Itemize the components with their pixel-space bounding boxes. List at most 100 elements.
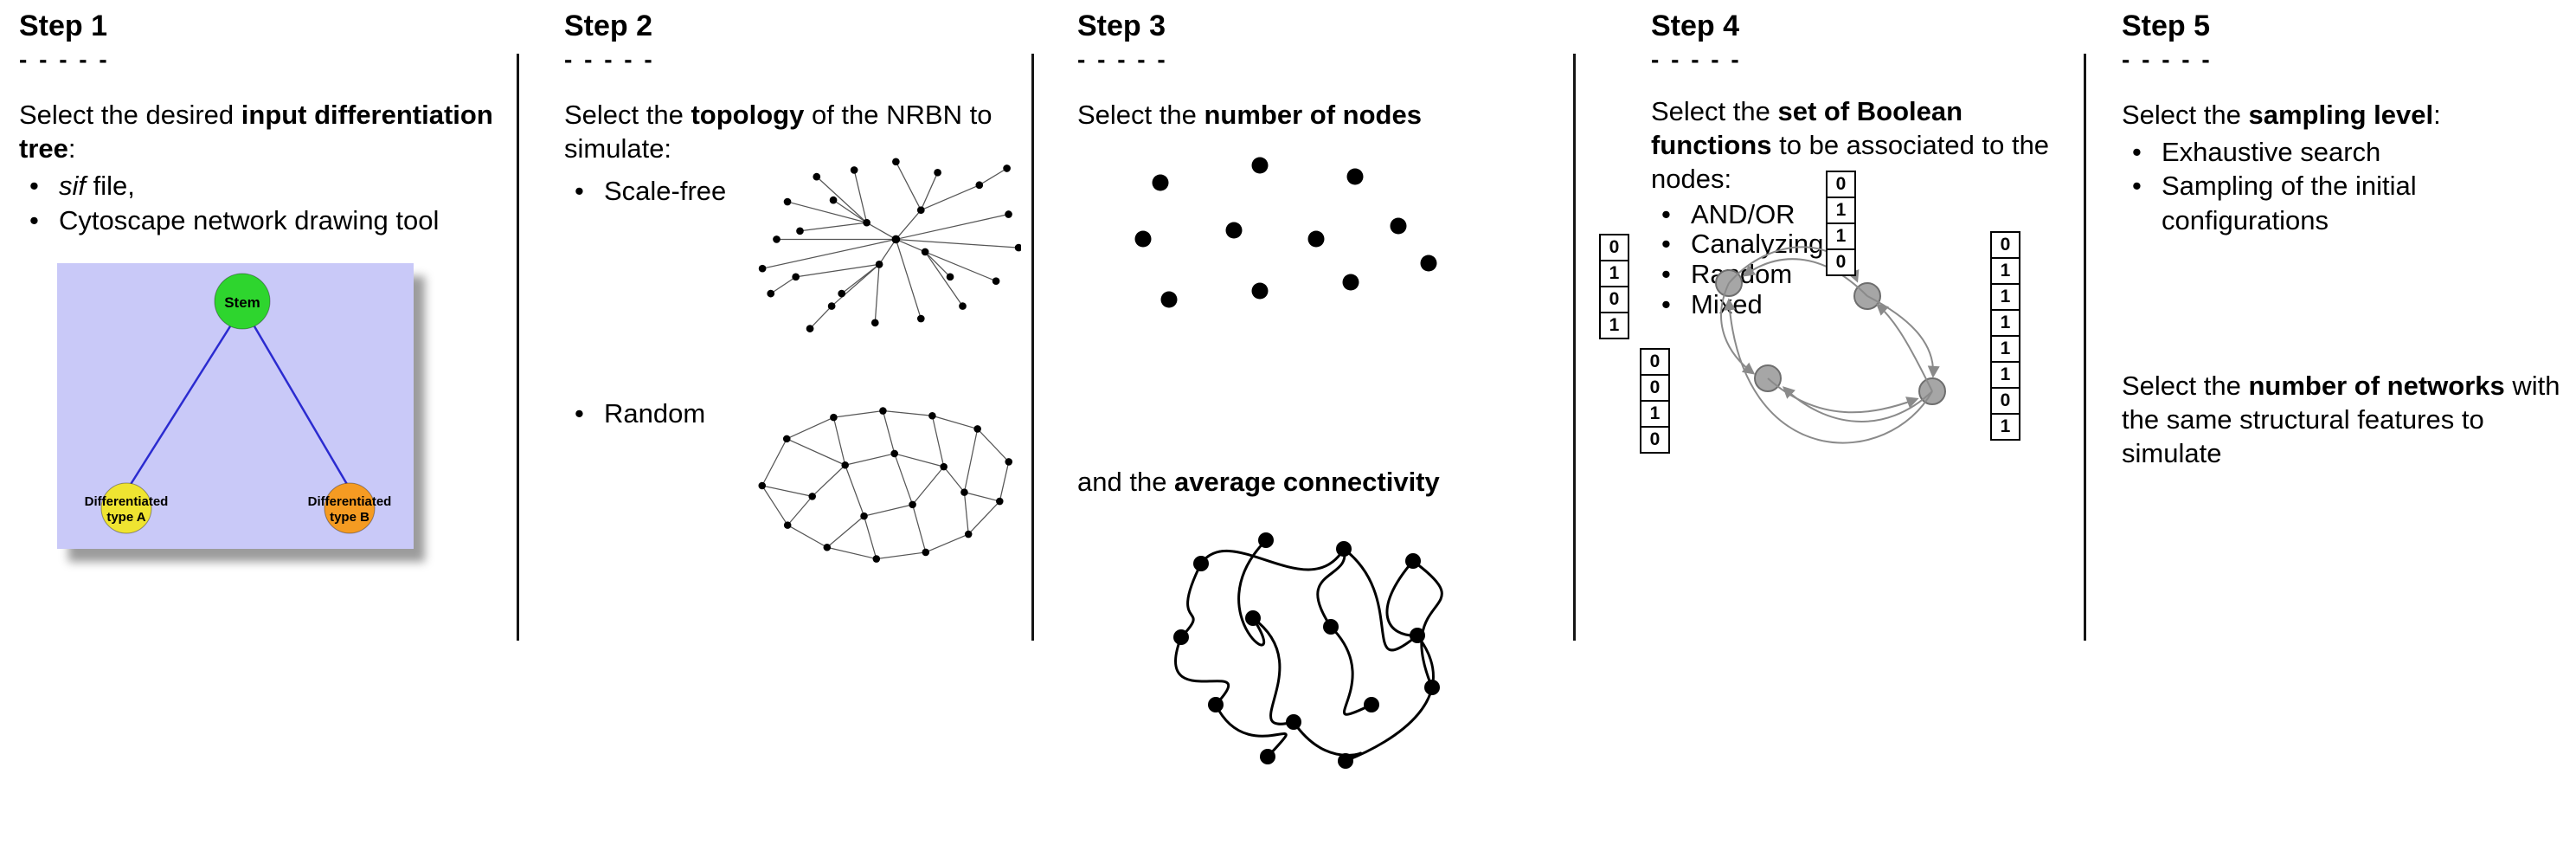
text-segment-bold: sampling level	[2248, 100, 2434, 131]
step-2-dashed-separator: - - - - -	[564, 46, 655, 74]
bullet-marker: •	[1661, 288, 1671, 319]
bullet-marker: •	[1661, 258, 1671, 289]
text-segment: Cytoscape network drawing tool	[59, 204, 440, 235]
truth-table-cell: 0	[1640, 426, 1670, 454]
truth-table-cell: 1	[1826, 197, 1856, 224]
bullet-marker: •	[29, 171, 39, 202]
nodes-scatter-image	[1134, 157, 1437, 308]
column-divider	[517, 54, 519, 641]
truth-table-bottom-left: 0 0 1 0	[1640, 348, 1670, 454]
truth-table-cell: 1	[1990, 283, 2020, 311]
scale-free-network-image	[758, 158, 1021, 333]
step-2-column: Step 2 - - - - - Select the topology of …	[564, 10, 1021, 585]
text-segment: of the NRBN to simulate:	[564, 100, 992, 164]
text-segment: :	[67, 133, 76, 164]
text-segment: Select the	[2122, 100, 2249, 131]
column-divider	[1031, 54, 1034, 641]
truth-table-cell: 0	[1640, 348, 1670, 376]
text-segment: :	[2433, 100, 2441, 131]
differentiation-tree-image: Stem Differentiated type A Differentiate…	[57, 262, 414, 549]
type-b-node	[324, 482, 376, 534]
step-4-instruction: Select the set of Boolean functions to b…	[1651, 94, 2075, 196]
text-segment-italic: sif	[59, 171, 86, 202]
list-item-label: Cytoscape network drawing tool	[59, 203, 504, 237]
truth-table-cell: 1	[1826, 222, 1856, 250]
bullet-marker: •	[575, 176, 584, 207]
tree-edge	[253, 325, 350, 487]
step-1-title: Step 1	[19, 10, 108, 42]
truth-table-cell: 1	[1990, 413, 2020, 441]
step-1-dashed-separator: - - - - -	[19, 46, 110, 74]
step-5-column: Step 5 - - - - - Select the sampling lev…	[2122, 10, 2565, 470]
list-item-label: sif file,	[59, 169, 504, 203]
scatter-dots	[1134, 157, 1437, 308]
list-item: • AND/OR	[1651, 198, 2075, 230]
truth-table-cell: 1	[1640, 400, 1670, 428]
bullet-marker: •	[2132, 137, 2142, 168]
column-divider	[2084, 54, 2086, 641]
step-3-title: Step 3	[1077, 10, 1166, 42]
network-edges	[761, 410, 1010, 560]
truth-table-cell: 0	[1990, 387, 2020, 415]
type-b-label-line2: type B	[330, 510, 369, 525]
text-segment-bold: number of nodes	[1204, 100, 1422, 131]
stem-node-label: Stem	[224, 294, 260, 311]
step-5-instruction: Select the sampling level:	[2122, 98, 2565, 132]
tree-edge	[128, 325, 232, 487]
truth-table-cell: 0	[1640, 374, 1670, 402]
step-2-title: Step 2	[564, 10, 653, 42]
step-2-instruction: Select the topology of the NRBN to simul…	[564, 98, 1021, 165]
text-segment: Select the	[2122, 370, 2249, 401]
type-a-node	[100, 482, 152, 534]
truth-table-right: 0 1 1 1 1 1 0 1	[1990, 231, 2020, 441]
step-1-instruction: Select the desired input differentiation…	[19, 98, 504, 165]
bullet-marker: •	[1661, 198, 1671, 229]
list-item-label: Scale-free	[604, 176, 727, 207]
text-segment: Select the	[564, 100, 691, 131]
text-segment: to be associated to the nodes:	[1651, 130, 2050, 195]
connectivity-tangle-image	[1173, 532, 1443, 770]
step-1-column: Step 1 - - - - - Select the desired inpu…	[19, 10, 504, 549]
list-item: • sif file,	[19, 169, 504, 203]
bullet-marker: •	[575, 398, 584, 429]
text-segment: Select the desired	[19, 100, 241, 131]
text-segment-bold: input differentiation tree	[19, 100, 493, 164]
step-5-second-instruction: Select the number of networks with the s…	[2122, 369, 2565, 470]
text-segment-bold: topology	[691, 100, 805, 131]
text-segment: file,	[86, 171, 135, 202]
list-item: • Random	[564, 396, 742, 430]
truth-table-cell: 1	[1599, 312, 1629, 339]
truth-table-cell: 0	[1599, 286, 1629, 313]
truth-table-cell: 0	[1826, 171, 1856, 198]
step-5-title: Step 5	[2122, 10, 2211, 42]
step-3-dashed-separator: - - - - -	[1077, 46, 1168, 74]
scale-free-option-row: • Scale-free	[564, 158, 1021, 351]
list-item-label: Exhaustive search	[2162, 137, 2381, 168]
list-item: • Cytoscape network drawing tool	[19, 203, 504, 237]
column-divider	[1573, 54, 1576, 641]
list-item-label: Random	[604, 398, 706, 429]
step-3-instruction-connectivity: and the average connectivity	[1077, 465, 1562, 499]
list-item: • Scale-free	[564, 174, 742, 208]
step-1-option-list: • sif file, • Cytoscape network drawing …	[19, 169, 504, 236]
truth-table-top: 0 1 1 0	[1826, 171, 1856, 276]
text-segment-bold: set of Boolean functions	[1651, 96, 1963, 161]
truth-table-cell: 0	[1990, 231, 2020, 259]
bullet-marker: •	[29, 204, 39, 235]
step-4-dashed-separator: - - - - -	[1651, 46, 1742, 74]
list-item: • Sampling of the initial configurations	[2122, 169, 2565, 236]
truth-table-cell: 1	[1990, 309, 2020, 337]
step-3-instruction-nodes: Select the number of nodes	[1077, 98, 1562, 132]
random-option-row: • Random	[564, 396, 1021, 585]
text-segment: Select the	[1651, 96, 1778, 127]
truth-table-left: 0 1 0 1	[1599, 234, 1629, 339]
text-segment: and the	[1077, 467, 1175, 498]
network-nodes	[758, 158, 1021, 333]
bullet-marker: •	[1661, 229, 1671, 260]
truth-table-cell: 1	[1599, 260, 1629, 287]
boolean-network-arrows	[1720, 246, 1940, 444]
text-segment-bold: average connectivity	[1174, 467, 1440, 498]
list-item-label: Sampling of the initial configurations	[2162, 171, 2417, 235]
truth-table-cell: 1	[1990, 335, 2020, 363]
